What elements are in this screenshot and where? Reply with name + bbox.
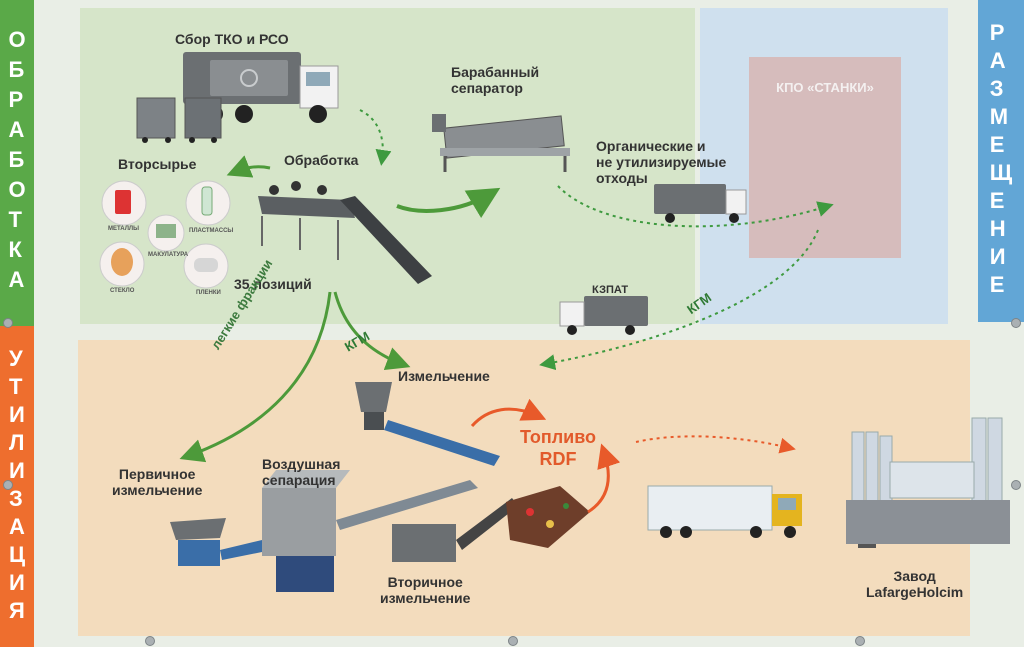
side-letter: И [989, 244, 1006, 269]
recyclables-icons [99, 180, 231, 289]
side-letter: Р [989, 20, 1005, 45]
label-plant: Завод LafargeHolcim [866, 568, 964, 600]
shredder-icon [170, 518, 226, 566]
side-letter: Б [8, 57, 25, 82]
arrow-organic-to-kpo [557, 185, 834, 228]
kpo-label: КПО «СТАНКИ» [776, 80, 874, 95]
flow-arrows [179, 109, 834, 514]
side-letter: А [989, 48, 1006, 73]
arrow-light-fractions [179, 291, 332, 463]
grommet [145, 636, 155, 646]
arrow-kgm-to-shredding [539, 229, 819, 371]
side-letter: А [8, 267, 25, 292]
zone-obrabotka [80, 8, 695, 324]
side-letter: Т [8, 207, 22, 232]
sorting-line-icon [258, 181, 432, 284]
arrow-fuel-to-plant [635, 435, 796, 454]
arrow-to-drum [396, 187, 501, 219]
label-secondary-shredding: Вторичное измельчение [380, 574, 471, 606]
grommet [1011, 318, 1021, 328]
label-organic: Органические и не утилизируемые отходы [596, 138, 727, 186]
side-letter: И [8, 401, 25, 427]
label-fuel-rdf: Топливо RDF [520, 427, 597, 469]
kpo-box: КПО «СТАНКИ» [749, 57, 901, 258]
label-shredding: Измельчение [398, 368, 490, 384]
side-letter: Я [8, 597, 25, 623]
grommet [3, 480, 13, 490]
grommet [1011, 480, 1021, 490]
side-letter: М [989, 104, 1009, 129]
label-air-separation: Воздушная сепарация [262, 456, 341, 488]
side-letter: Т [8, 373, 23, 399]
label-primary-shredding: Первичное измельчение [112, 466, 203, 498]
side-letter: А [8, 117, 25, 142]
zone-utilizatsiya [78, 340, 970, 636]
side-letter: Е [989, 132, 1005, 157]
label-kzpat: КЗПАТ [592, 284, 629, 296]
side-letter: З [989, 76, 1004, 101]
label-drum-separator: Барабанный сепаратор [451, 64, 540, 96]
arrow-shredding-to-fuel [470, 398, 547, 428]
side-letter: Н [989, 216, 1006, 241]
semi-truck-icon [647, 485, 802, 538]
side-letter: К [8, 237, 22, 262]
shredder-icon [355, 382, 500, 466]
side-letter: Щ [989, 160, 1013, 185]
label-recyclables: Вторсырье [118, 156, 197, 172]
air-separation-icon [220, 470, 478, 592]
garbage-truck-icon [654, 184, 747, 223]
shredder-icon [392, 486, 590, 562]
side-letter: И [8, 457, 25, 483]
side-letter: З [8, 485, 23, 511]
grommet [855, 636, 865, 646]
material-label: ПЛАСТМАССЫ [189, 228, 234, 234]
side-letter: А [8, 513, 25, 539]
arrow-to-recyclables [226, 155, 271, 178]
side-letter: О [8, 27, 26, 52]
side-letter: Р [8, 87, 24, 112]
side-letter: Е [989, 272, 1005, 297]
label-collection: Сбор ТКО и РСО [175, 31, 289, 47]
arrow-secondary-to-fuel [587, 443, 621, 514]
side-letter: Е [989, 188, 1005, 213]
material-label: СТЕКЛО [110, 288, 135, 294]
garbage-truck-icon [559, 296, 648, 335]
material-label: ПЛЕНКИ [196, 290, 221, 296]
waste-container-icon [136, 97, 222, 143]
arrow-collection-to-processing [359, 109, 392, 166]
cement-plant-icon [846, 417, 1010, 548]
arrow-kgm-mid [333, 291, 411, 370]
side-letter: О [8, 177, 26, 202]
drum-separator-icon [432, 114, 570, 172]
side-letter: И [8, 569, 25, 595]
side-letter: У [8, 345, 23, 371]
label-processing: Обработка [284, 152, 359, 168]
material-label: МЕТАЛЛЫ [108, 226, 139, 232]
grommet [3, 318, 13, 328]
side-letter: Ц [8, 541, 26, 567]
side-letter: Л [8, 429, 25, 455]
label-positions: 35 позиций [234, 276, 312, 292]
grommet [508, 636, 518, 646]
side-letter: Б [8, 147, 25, 172]
material-label: МАКУЛАТУРА [148, 252, 189, 258]
